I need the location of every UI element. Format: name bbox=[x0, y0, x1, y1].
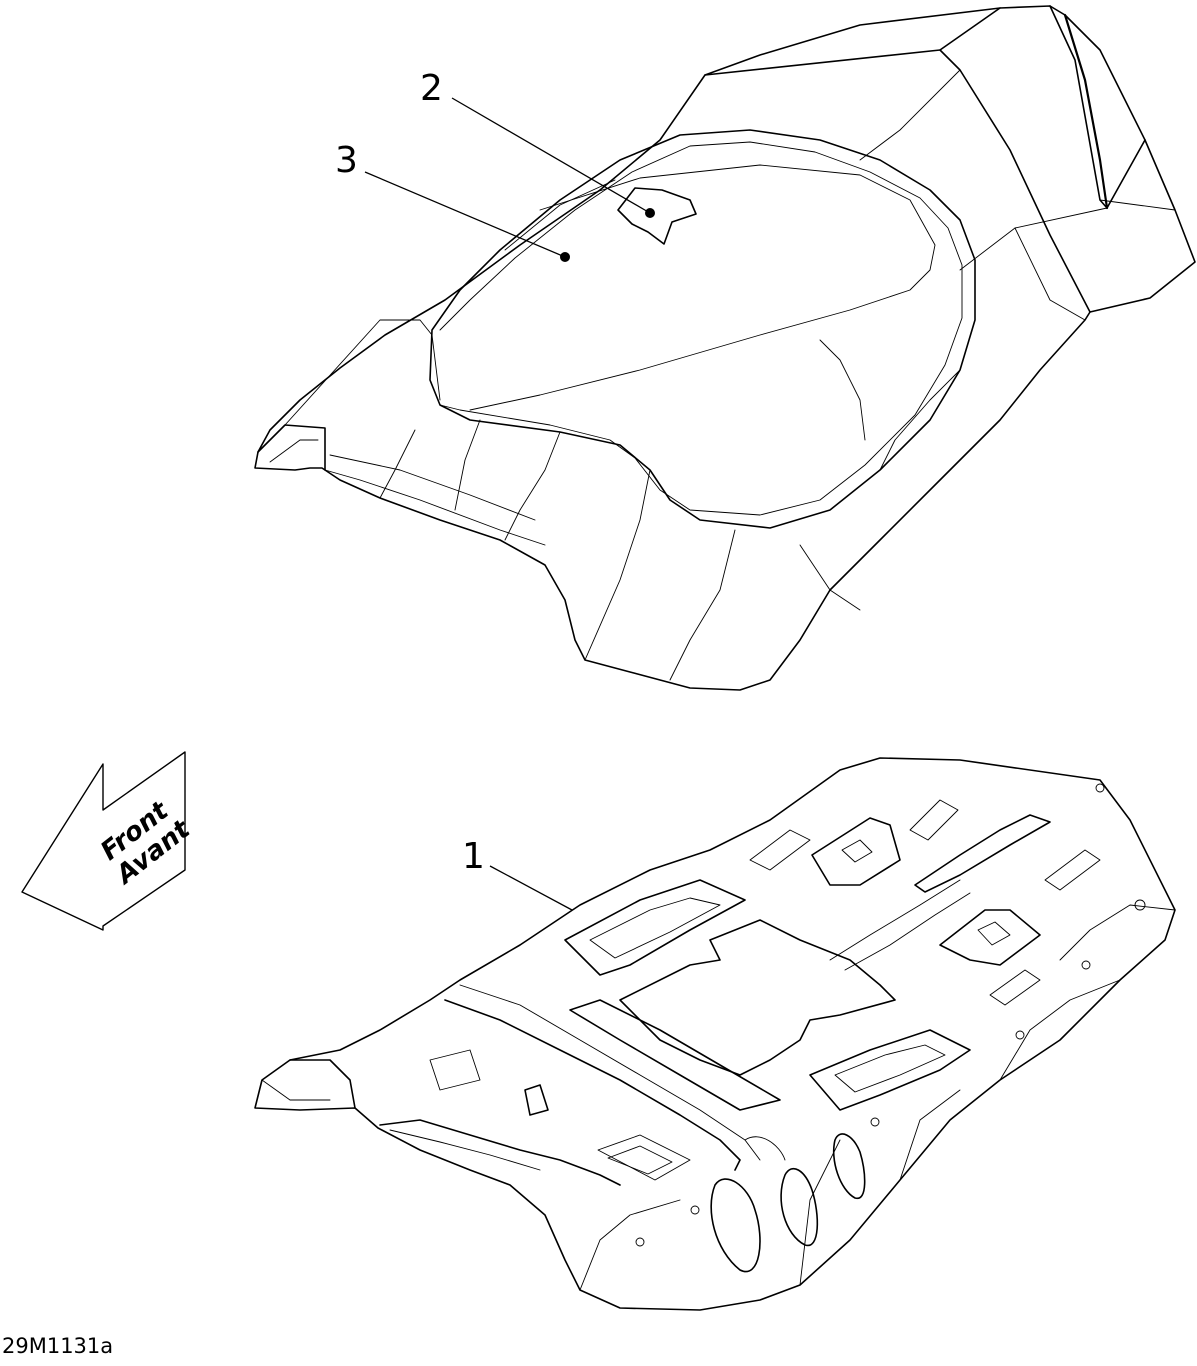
callout-2-dot bbox=[645, 208, 655, 218]
callout-3-dot bbox=[560, 252, 570, 262]
callout-1-number: 1 bbox=[462, 836, 485, 877]
seat-base bbox=[254, 757, 1176, 1311]
front-direction-arrow: Front Avant bbox=[21, 751, 197, 931]
callout-1: 1 bbox=[462, 836, 573, 911]
callout-2-number: 2 bbox=[420, 68, 443, 109]
figure-id: 29M1131a bbox=[2, 1334, 114, 1358]
callout-3: 3 bbox=[335, 140, 570, 262]
callout-3-number: 3 bbox=[335, 140, 358, 181]
seat-cover bbox=[254, 5, 1196, 691]
callout-2: 2 bbox=[420, 68, 655, 218]
arrow-left-icon bbox=[21, 751, 186, 931]
